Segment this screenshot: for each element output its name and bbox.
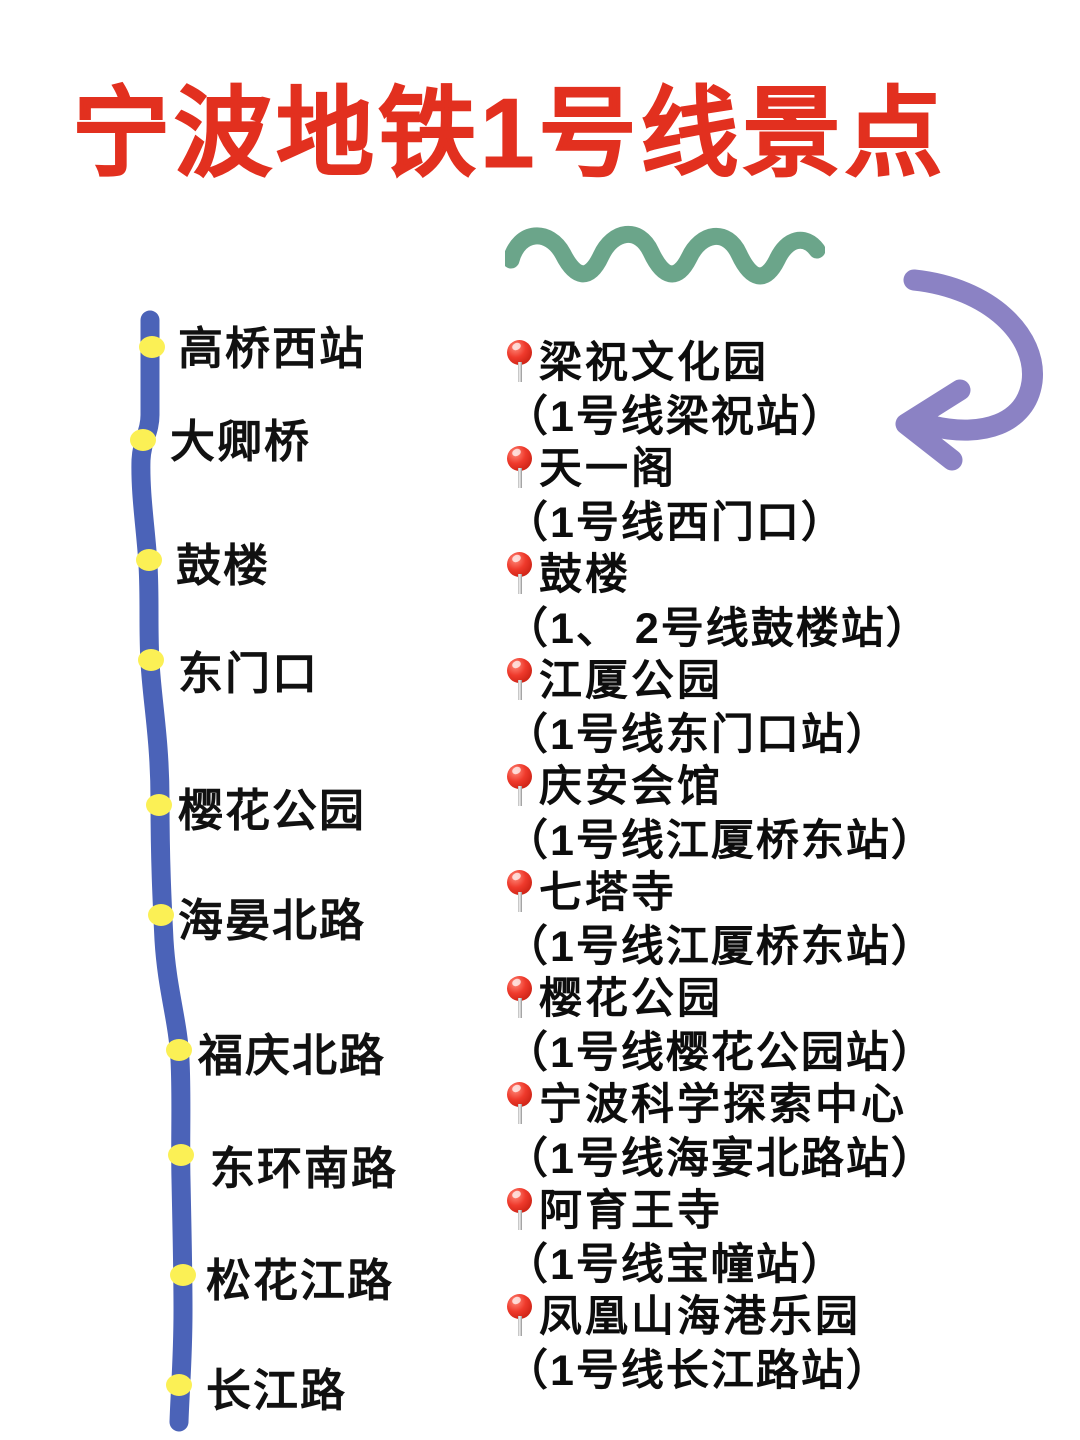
attraction-item[interactable]: 梁祝文化园 （1号线梁祝站） (503, 338, 1063, 444)
station-dot (166, 1374, 192, 1396)
station-label: 樱花公园 (178, 785, 367, 836)
map-pin-icon (503, 1292, 537, 1340)
attraction-name: 樱花公园 (539, 975, 723, 1023)
attraction-name-row: 七塔寺 (503, 868, 1063, 921)
attraction-name-row: 宁波科学探索中心 (503, 1080, 1063, 1133)
map-pin-icon (503, 550, 537, 598)
station-dot (136, 549, 162, 571)
attraction-name-row: 阿育王寺 (503, 1186, 1063, 1239)
station-dot (146, 794, 172, 816)
station-dot (168, 1144, 194, 1166)
attraction-name: 庆安会馆 (539, 763, 723, 811)
station-dot (130, 429, 156, 451)
attraction-item[interactable]: 凤凰山海港乐园 （1号线长江路站） (503, 1292, 1063, 1398)
attraction-name: 天一阁 (539, 445, 677, 493)
map-pin-icon (503, 868, 537, 916)
attraction-name-row: 天一阁 (503, 444, 1063, 497)
attraction-station: （1号线东门口站） (505, 711, 891, 759)
map-pin-icon (503, 1186, 537, 1234)
attraction-station: （1、 2号线鼓楼站） (505, 605, 931, 653)
attraction-name: 鼓楼 (539, 551, 631, 599)
map-pin-icon (503, 444, 537, 492)
attraction-name-row: 樱花公园 (503, 974, 1063, 1027)
attraction-name-row: 庆安会馆 (503, 762, 1063, 815)
attraction-item[interactable]: 江厦公园 （1号线东门口站） (503, 656, 1063, 762)
station-label: 海晏北路 (178, 895, 367, 946)
metro-line-column: 高桥西站 大卿桥 鼓楼 东门口 樱花公园 海晏北路 福庆北路 东环南路 松花江路… (120, 300, 490, 1440)
map-pin-icon (503, 1080, 537, 1128)
purple-curved-arrow-icon (895, 269, 1043, 471)
attraction-name: 宁波科学探索中心 (539, 1081, 907, 1129)
attractions-list: 梁祝文化园 （1号线梁祝站） 天一阁 （1号线西门口） 鼓楼 （1、 2号线鼓楼… (503, 338, 1063, 1398)
attraction-name-row: 凤凰山海港乐园 (503, 1292, 1063, 1345)
attraction-name-row: 江厦公园 (503, 656, 1063, 709)
station-label: 高桥西站 (178, 323, 367, 374)
station-label: 长江路 (206, 1365, 348, 1416)
attraction-item[interactable]: 天一阁 （1号线西门口） (503, 444, 1063, 550)
attraction-item[interactable]: 宁波科学探索中心 （1号线海宴北路站） (503, 1080, 1063, 1186)
page-title: 宁波地铁1号线景点 (72, 78, 947, 188)
station-label: 东门口 (178, 648, 320, 699)
attraction-name-row: 梁祝文化园 (503, 338, 1063, 391)
green-squiggle-icon (505, 226, 825, 285)
map-pin-icon (503, 974, 537, 1022)
station-label: 福庆北路 (198, 1030, 387, 1081)
attraction-station: （1号线海宴北路站） (505, 1135, 936, 1183)
attraction-station: （1号线西门口） (505, 499, 846, 547)
map-pin-icon (503, 762, 537, 810)
metro-line-path (131, 310, 193, 1432)
attraction-station: （1号线江厦桥东站） (505, 923, 936, 971)
attraction-station: （1号线樱花公园站） (505, 1029, 936, 1077)
attraction-station: （1号线梁祝站） (505, 393, 846, 441)
station-dot (166, 1039, 192, 1061)
attraction-station: （1号线宝幢站） (505, 1241, 846, 1289)
station-dot (170, 1264, 196, 1286)
attraction-name: 阿育王寺 (539, 1187, 723, 1235)
map-pin-icon (503, 338, 537, 386)
attraction-item[interactable]: 阿育王寺 （1号线宝幢站） (503, 1186, 1063, 1292)
station-dot (148, 904, 174, 926)
attraction-name: 梁祝文化园 (539, 339, 769, 387)
station-label: 松花江路 (206, 1255, 395, 1306)
attraction-name: 江厦公园 (539, 657, 723, 705)
attraction-name: 凤凰山海港乐园 (539, 1293, 861, 1341)
attraction-name-row: 鼓楼 (503, 550, 1063, 603)
station-dot (139, 336, 165, 358)
attraction-item[interactable]: 鼓楼 （1、 2号线鼓楼站） (503, 550, 1063, 656)
attraction-station: （1号线江厦桥东站） (505, 817, 936, 865)
station-label: 东环南路 (210, 1143, 399, 1194)
attraction-name: 七塔寺 (539, 869, 677, 917)
attraction-station: （1号线长江路站） (505, 1347, 891, 1395)
attraction-item[interactable]: 庆安会馆 （1号线江厦桥东站） (503, 762, 1063, 868)
attraction-item[interactable]: 七塔寺 （1号线江厦桥东站） (503, 868, 1063, 974)
map-pin-icon (503, 656, 537, 704)
attraction-item[interactable]: 樱花公园 （1号线樱花公园站） (503, 974, 1063, 1080)
station-label: 大卿桥 (170, 416, 312, 467)
station-dot (138, 649, 164, 671)
station-label: 鼓楼 (176, 540, 271, 591)
